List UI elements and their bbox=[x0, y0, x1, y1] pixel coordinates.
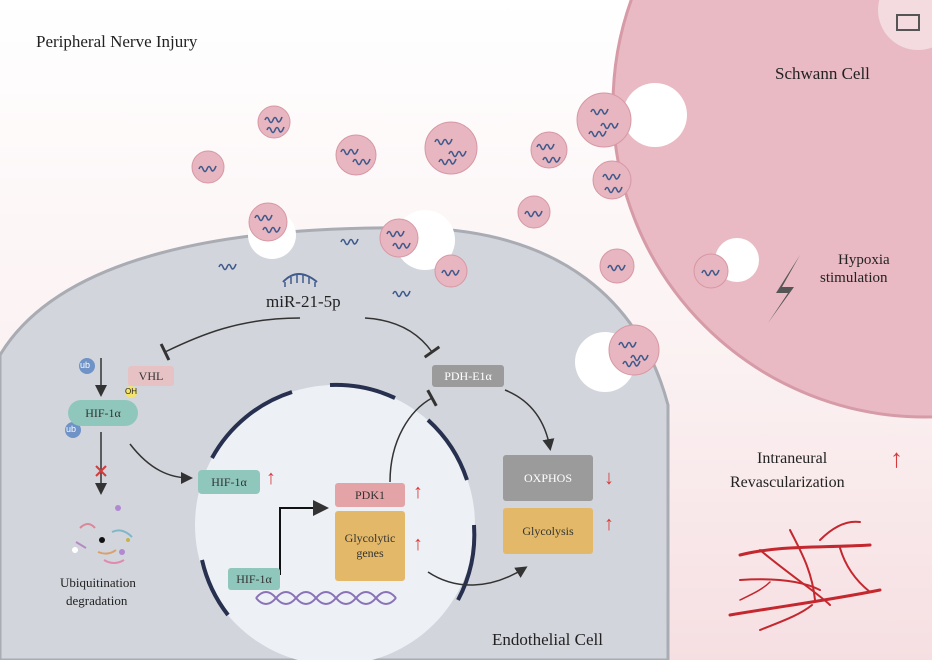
oxphos-down-arrow: ↓ bbox=[604, 467, 614, 489]
block-cross-icon bbox=[95, 465, 107, 477]
revascularization-label: Revascularization bbox=[730, 474, 845, 491]
glycolytic-genes-line2: genes bbox=[356, 546, 384, 560]
oh-label: OH bbox=[125, 387, 137, 396]
blood-vessel-icon bbox=[728, 520, 882, 631]
inhibit-vhl-arrow bbox=[159, 317, 301, 361]
glycolysis-box: Glycolysis bbox=[503, 508, 593, 554]
hif-dna-box: HIF-1α bbox=[228, 568, 280, 590]
mirna-cargo bbox=[198, 108, 720, 368]
hif-nucleus-box: HIF-1α bbox=[198, 470, 260, 494]
lightning-icon bbox=[768, 255, 800, 323]
ubiquitin-fragments bbox=[72, 505, 133, 564]
dna-helix-icon bbox=[255, 591, 397, 605]
endothelial-cell-label: Endothelial Cell bbox=[492, 630, 603, 649]
mirna-label: miR-21-5p bbox=[266, 292, 341, 311]
pdk1-up-arrow: ↑ bbox=[413, 481, 423, 503]
ub-label-2: ub bbox=[66, 424, 77, 434]
oxphos-box: OXPHOS bbox=[503, 455, 593, 501]
degradation-label: degradation bbox=[66, 593, 128, 608]
schwann-cell-label: Schwann Cell bbox=[775, 64, 870, 83]
hypoxia-label: Hypoxia bbox=[838, 252, 890, 268]
nuclear-envelope bbox=[200, 382, 477, 617]
ub-circle bbox=[65, 422, 81, 438]
intraneural-label: Intraneural bbox=[757, 450, 828, 467]
ubiquitination-label: Ubiquitination bbox=[60, 575, 136, 590]
ub-circle bbox=[79, 358, 95, 374]
schwann-cell bbox=[611, 0, 932, 419]
pdk1-box: PDK1 bbox=[335, 483, 405, 507]
pdh-box: PDH-E1α bbox=[432, 365, 504, 387]
hif-up-arrow: ↑ bbox=[266, 467, 276, 489]
title-label: Peripheral Nerve Injury bbox=[36, 32, 198, 51]
oh-circle bbox=[125, 386, 137, 398]
stimulation-label: stimulation bbox=[820, 270, 888, 286]
window-icon bbox=[896, 14, 920, 31]
glycolysis-up-arrow: ↑ bbox=[604, 513, 614, 535]
ub-label-1: ub bbox=[80, 360, 91, 370]
hif-cytoplasm-box: HIF-1α bbox=[68, 400, 138, 426]
schwann-nucleus bbox=[878, 0, 932, 50]
inhibit-pdh-arrow bbox=[364, 317, 441, 359]
glycolytic-genes-box: Glycolytic genes bbox=[335, 511, 405, 581]
glycolytic-genes-line1: Glycolytic bbox=[344, 531, 396, 545]
genes-up-arrow: ↑ bbox=[413, 533, 423, 555]
vhl-box: VHL bbox=[128, 366, 174, 386]
revasc-up-arrow: ↑ bbox=[890, 444, 903, 473]
